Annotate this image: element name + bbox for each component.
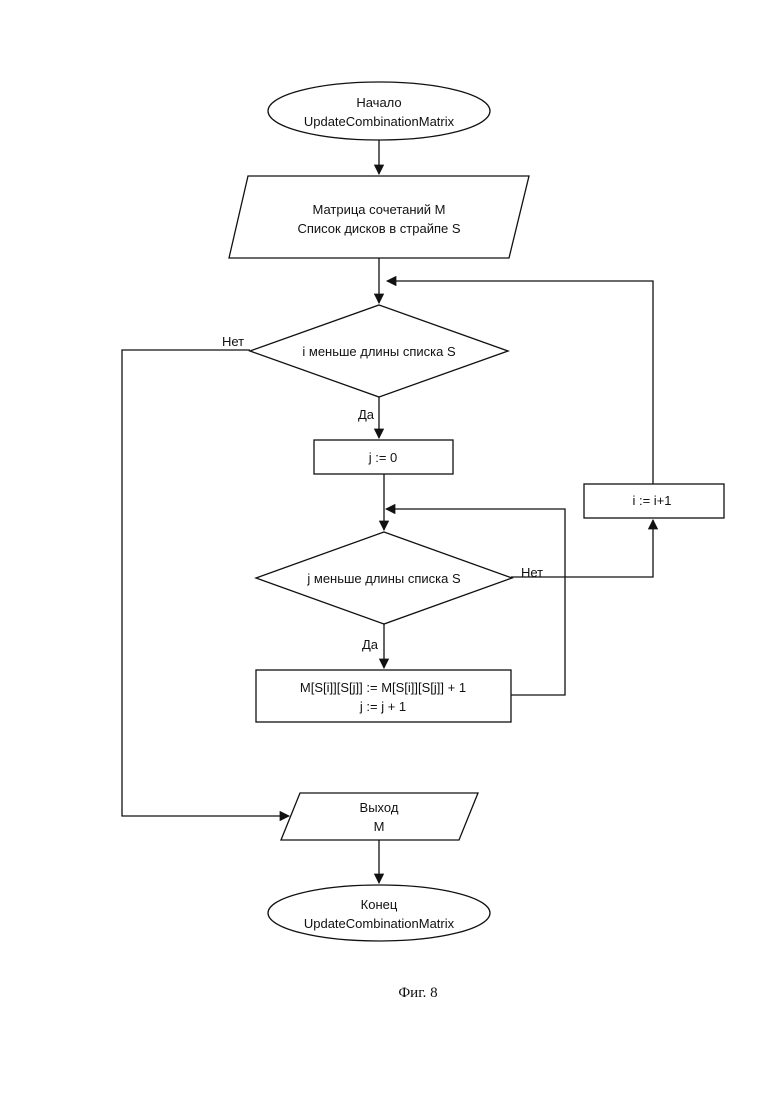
end-label: Конец <box>361 897 398 912</box>
condition-i-decision: i меньше длины списка S Нет Да <box>222 305 508 422</box>
input-line-2: Список дисков в страйпе S <box>297 221 460 236</box>
init-j-text: j := 0 <box>368 450 398 465</box>
input-block: Матрица сочетаний M Список дисков в стра… <box>229 176 529 258</box>
condition-i-text: i меньше длины списка S <box>302 344 456 359</box>
start-label: Начало <box>356 95 401 110</box>
condition-j-decision: j меньше длины списка S Нет Да <box>256 532 543 652</box>
update-block: M[S[i]][S[j]] := M[S[i]][S[j]] + 1 j := … <box>256 670 511 722</box>
condition-j-yes-label: Да <box>362 637 379 652</box>
arrow-cond-i-no-to-output <box>122 350 289 816</box>
output-line-2: M <box>374 819 385 834</box>
end-function-name: UpdateCombinationMatrix <box>304 916 455 931</box>
output-block: Выход M <box>281 793 478 840</box>
condition-j-no-label: Нет <box>521 565 543 580</box>
output-line-1: Выход <box>360 800 399 815</box>
end-terminator: Конец UpdateCombinationMatrix <box>268 885 490 941</box>
start-function-name: UpdateCombinationMatrix <box>304 114 455 129</box>
init-j-block: j := 0 <box>314 440 453 474</box>
input-line-1: Матрица сочетаний M <box>313 202 446 217</box>
update-line-2: j := j + 1 <box>359 699 406 714</box>
condition-j-text: j меньше длины списка S <box>306 571 461 586</box>
condition-i-no-label: Нет <box>222 334 244 349</box>
figure-caption: Фиг. 8 <box>398 985 437 1001</box>
increment-i-block: i := i+1 <box>584 484 724 518</box>
update-line-1: M[S[i]][S[j]] := M[S[i]][S[j]] + 1 <box>300 680 466 695</box>
increment-i-text: i := i+1 <box>632 493 671 508</box>
condition-i-yes-label: Да <box>358 407 375 422</box>
start-terminator: Начало UpdateCombinationMatrix <box>268 82 490 140</box>
